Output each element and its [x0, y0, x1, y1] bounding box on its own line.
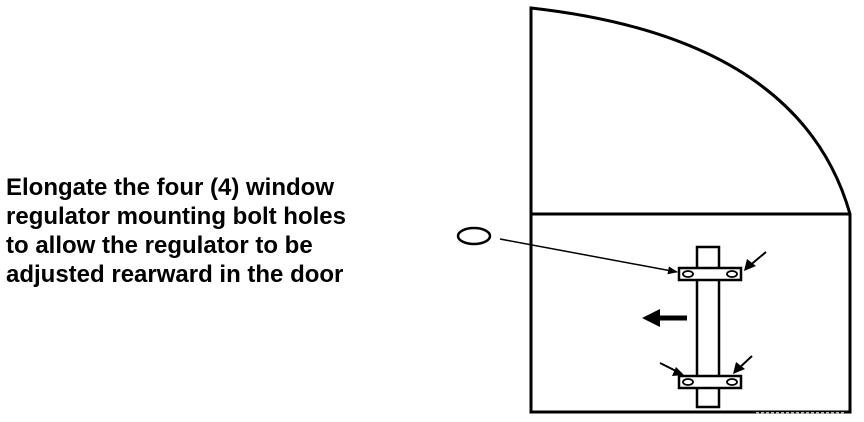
bolt-pointer-arrow-lower-right	[733, 355, 753, 374]
bolt-hole-lower-left	[682, 378, 694, 386]
instruction-text: Elongate the four (4) window regulator m…	[6, 173, 426, 289]
bolt-hole-upper-right	[726, 270, 738, 278]
bolt-pointer-arrow-lower-left	[659, 362, 684, 376]
elongated-hole-detail	[456, 226, 492, 246]
bolt-pointer-arrow-upper-right	[744, 251, 767, 271]
regulator-rail	[695, 245, 721, 409]
bolt-hole-lower-right	[726, 378, 738, 386]
bolt-hole-upper-left	[682, 270, 694, 278]
upper-mounting-bracket	[677, 266, 743, 282]
detail-leader-arrow	[499, 238, 678, 275]
lower-mounting-bracket	[677, 374, 743, 390]
door-outline	[529, 6, 852, 414]
instruction-line-2: regulator mounting bolt holes	[6, 203, 346, 230]
rearward-direction-arrow	[642, 309, 687, 327]
instruction-line-4: adjusted rearward in the door	[6, 261, 344, 288]
instruction-line-1: Elongate the four (4) window	[6, 174, 334, 201]
instruction-line-3: to allow the regulator to be	[6, 232, 313, 259]
